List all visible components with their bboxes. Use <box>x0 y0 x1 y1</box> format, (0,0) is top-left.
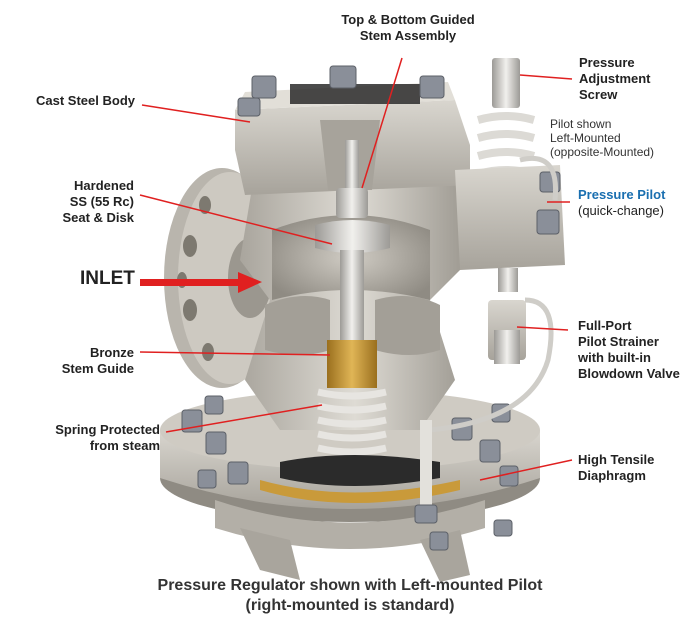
label-line: Blowdown Valve <box>578 366 680 381</box>
label-line: Full-Port <box>578 318 632 333</box>
caption-line: Pressure Regulator shown with Left-mount… <box>157 577 543 594</box>
label-line: Top & Bottom Guided <box>341 12 475 27</box>
label-line: SS (55 Rc) <box>69 194 134 209</box>
label-line: Left-Mounted <box>550 131 621 145</box>
label-hardened-seat: Hardened SS (55 Rc) Seat & Disk <box>10 178 134 226</box>
label-line: (quick-change) <box>578 203 664 218</box>
leader-lines <box>139 57 573 481</box>
label-pressure-pilot: Pressure Pilot (quick-change) <box>578 187 665 219</box>
label-line: with built-in <box>578 350 651 365</box>
label-line: Screw <box>579 87 618 102</box>
label-line: Diaphragm <box>578 468 646 483</box>
label-line: Cast Steel Body <box>36 93 135 108</box>
label-line: Pressure Pilot <box>578 187 666 202</box>
label-cast-steel-body: Cast Steel Body <box>10 93 135 109</box>
label-pilot-note: Pilot shown Left-Mounted (opposite-Mount… <box>550 117 654 159</box>
label-line: Spring Protected <box>55 422 160 437</box>
label-top-bottom-guided: Top & Bottom Guided Stem Assembly <box>318 12 498 44</box>
label-high-tensile-diaphragm: High Tensile Diaphragm <box>578 452 654 484</box>
label-spring-protected: Spring Protected from steam <box>10 422 160 454</box>
label-line: Hardened <box>74 178 134 193</box>
label-line: Adjustment <box>579 71 651 86</box>
main-spring <box>317 388 387 456</box>
pilot-assembly <box>414 58 565 524</box>
label-line: Seat & Disk <box>62 210 134 225</box>
label-line: (opposite-Mounted) <box>550 145 655 159</box>
label-line: Pilot Strainer <box>578 334 659 349</box>
label-line: Pressure <box>579 55 635 70</box>
top-bolts <box>237 65 445 117</box>
label-full-port-strainer: Full-Port Pilot Strainer with built-in B… <box>578 318 680 382</box>
label-line: Pilot shown <box>550 117 612 131</box>
inlet-arrow <box>140 272 262 293</box>
diaphragm <box>260 455 460 503</box>
caption-line: (right-mounted is standard) <box>245 597 455 614</box>
label-inlet: INLET <box>80 268 135 289</box>
label-line: Stem Assembly <box>359 28 457 43</box>
figure-caption: Pressure Regulator shown with Left-mount… <box>0 576 700 616</box>
label-line: Stem Guide <box>61 361 134 376</box>
label-line: High Tensile <box>578 452 655 467</box>
label-line: from steam <box>89 438 160 453</box>
label-bronze-stem-guide: Bronze Stem Guide <box>10 345 134 377</box>
bronze-stem-guide <box>327 340 377 388</box>
label-pressure-adjustment: Pressure Adjustment Screw <box>579 55 651 103</box>
label-line: Bronze <box>89 345 134 360</box>
